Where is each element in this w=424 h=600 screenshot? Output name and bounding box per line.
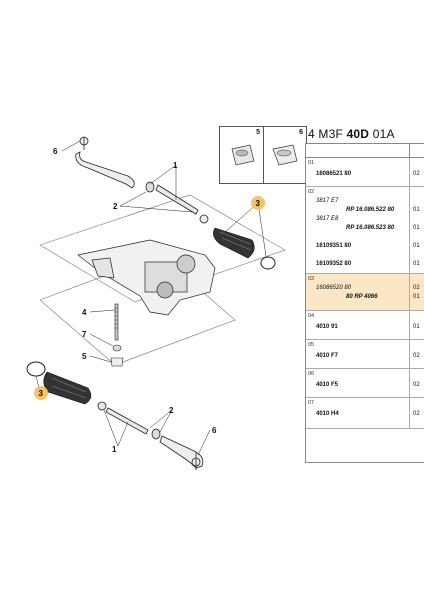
part-code: 4010 H4	[316, 411, 339, 417]
table-row[interactable]: 4010 91 01	[306, 323, 424, 332]
table-row[interactable]: 4010 F7 02	[306, 352, 424, 361]
callout-6-top: 6	[53, 147, 58, 156]
part-quantity: 02	[413, 285, 420, 291]
boot-top	[213, 227, 276, 270]
part-code: RP 16.086.523 80	[346, 225, 395, 231]
bolt	[112, 344, 122, 352]
part-code: 16109352 80	[316, 261, 352, 267]
part-code: RP 16.086.522 80	[346, 207, 395, 213]
group-number: 03	[308, 276, 315, 282]
callout-3-top: 3	[256, 199, 261, 208]
washer-thumb-icon	[272, 144, 298, 166]
callout-3-bottom: 3	[39, 389, 44, 398]
table-row[interactable]: 4010 H4 02	[306, 410, 424, 419]
table-row[interactable]	[306, 251, 424, 260]
tie-rod-bottom	[97, 401, 149, 435]
part-code: 4010 F5	[316, 382, 339, 388]
thumb-part-6: 6	[263, 127, 306, 183]
part-code: 16086521 80	[316, 171, 352, 177]
header-prefix: 4 M3F	[308, 127, 344, 141]
header-suffix: 01A	[372, 127, 395, 141]
part-quantity: 01	[413, 294, 420, 300]
group-number: 07	[308, 400, 315, 406]
washer	[110, 357, 124, 367]
callout-3-bottom-badge	[34, 386, 48, 400]
part-quantity: 01	[413, 207, 420, 213]
table-row[interactable]: RP 16.086.523 80 01	[306, 224, 424, 233]
stud	[114, 303, 119, 341]
parts-thumbnail-box: 5 6	[219, 126, 307, 184]
table-row[interactable]: 3817 E8	[306, 215, 424, 224]
table-row[interactable]: 16109352 80 01	[306, 260, 424, 269]
part-quantity: 01	[413, 261, 420, 267]
callout-5: 5	[82, 352, 87, 361]
nut-top	[145, 181, 155, 193]
callout-6-bottom: 6	[212, 426, 217, 435]
callout-3-top-badge	[251, 196, 265, 210]
tie-rod-end-top	[75, 136, 135, 189]
part-quantity: 02	[413, 171, 420, 177]
group-number: 05	[308, 342, 315, 348]
part-quantity: 01	[413, 225, 420, 231]
part-quantity: 01	[413, 243, 420, 249]
table-row[interactable]: RP 16.086.522 80 01	[306, 206, 424, 215]
table-header-band	[306, 144, 424, 158]
tie-rod-end-bottom	[159, 435, 204, 470]
part-code: 80 RP 4066	[346, 294, 378, 300]
group-number: 04	[308, 313, 315, 319]
part-code: 3817 E8	[316, 216, 339, 222]
part-code: 4010 91	[316, 324, 338, 330]
callout-7: 7	[82, 330, 87, 339]
group-number: 02	[308, 189, 315, 195]
table-row[interactable]: 16086521 80 02	[306, 170, 424, 179]
table-row[interactable]: 16086520 80 02	[306, 284, 424, 293]
table-row[interactable]: 3817 E7	[306, 197, 424, 206]
part-code: 16109351 80	[316, 243, 352, 249]
part-quantity: 02	[413, 382, 420, 388]
callout-1-bottom: 1	[112, 445, 117, 454]
nut-bottom	[151, 428, 161, 440]
steering-rack	[77, 239, 216, 316]
header-bold: 40D	[346, 127, 370, 141]
callout-2-bottom: 2	[169, 406, 174, 415]
table-row[interactable]	[306, 233, 424, 242]
group-number: 01	[308, 160, 315, 166]
exploded-steering-diagram: 6 1 2 3 4 7 5 3 2 1 6	[26, 136, 286, 470]
part-code: 16086520 80	[316, 285, 352, 291]
group-number: 06	[308, 371, 315, 377]
table-row[interactable]: 80 RP 4066 01	[306, 293, 424, 302]
table-row[interactable]: 4010 F5 02	[306, 381, 424, 390]
table-row[interactable]: 16109351 80 01	[306, 242, 424, 251]
part-code: 3817 E7	[316, 198, 339, 204]
part-quantity: 02	[413, 353, 420, 359]
part-quantity: 02	[413, 411, 420, 417]
tie-rod-top	[155, 184, 209, 224]
part-quantity: 01	[413, 324, 420, 330]
nut-thumb-icon	[231, 144, 255, 166]
callout-2-top: 2	[113, 202, 118, 211]
callout-4: 4	[82, 308, 87, 317]
callout-1-top: 1	[173, 161, 178, 170]
thumb-part-5: 5	[220, 127, 264, 183]
diagram-code-header: 4 M3F 40D 01A	[308, 127, 395, 141]
part-code: 4010 F7	[316, 353, 339, 359]
